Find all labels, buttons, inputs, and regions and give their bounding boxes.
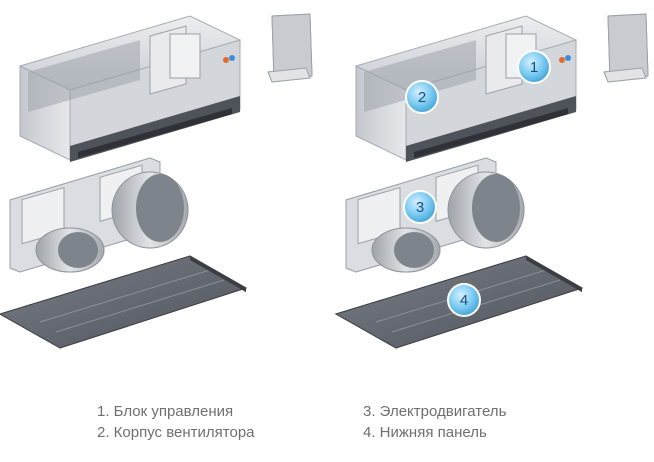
legend-item-control-unit: 1. Блок управления — [97, 403, 234, 420]
legend-item-bottom-panel: 4. Нижняя панель — [363, 424, 487, 441]
callout-1: 1 — [517, 50, 551, 84]
callout-2-label: 2 — [418, 89, 426, 106]
legend-item-fan-housing: 2. Корпус вентилятора — [97, 424, 255, 441]
callout-1-label: 1 — [530, 59, 538, 76]
callout-3-label: 3 — [416, 199, 424, 216]
legend-right: 3. Электродвигатель 4. Нижняя панель — [363, 401, 506, 443]
callout-4: 4 — [447, 283, 481, 317]
callout-3: 3 — [403, 190, 437, 224]
left-exploded-view — [0, 13, 313, 349]
callout-4-label: 4 — [460, 292, 468, 309]
legend-left: 1. Блок управления 2. Корпус вентилятора — [97, 401, 255, 443]
right-exploded-view — [335, 13, 649, 349]
legend-item-electric-motor: 3. Электродвигатель — [363, 403, 507, 420]
callout-2: 2 — [405, 80, 439, 114]
